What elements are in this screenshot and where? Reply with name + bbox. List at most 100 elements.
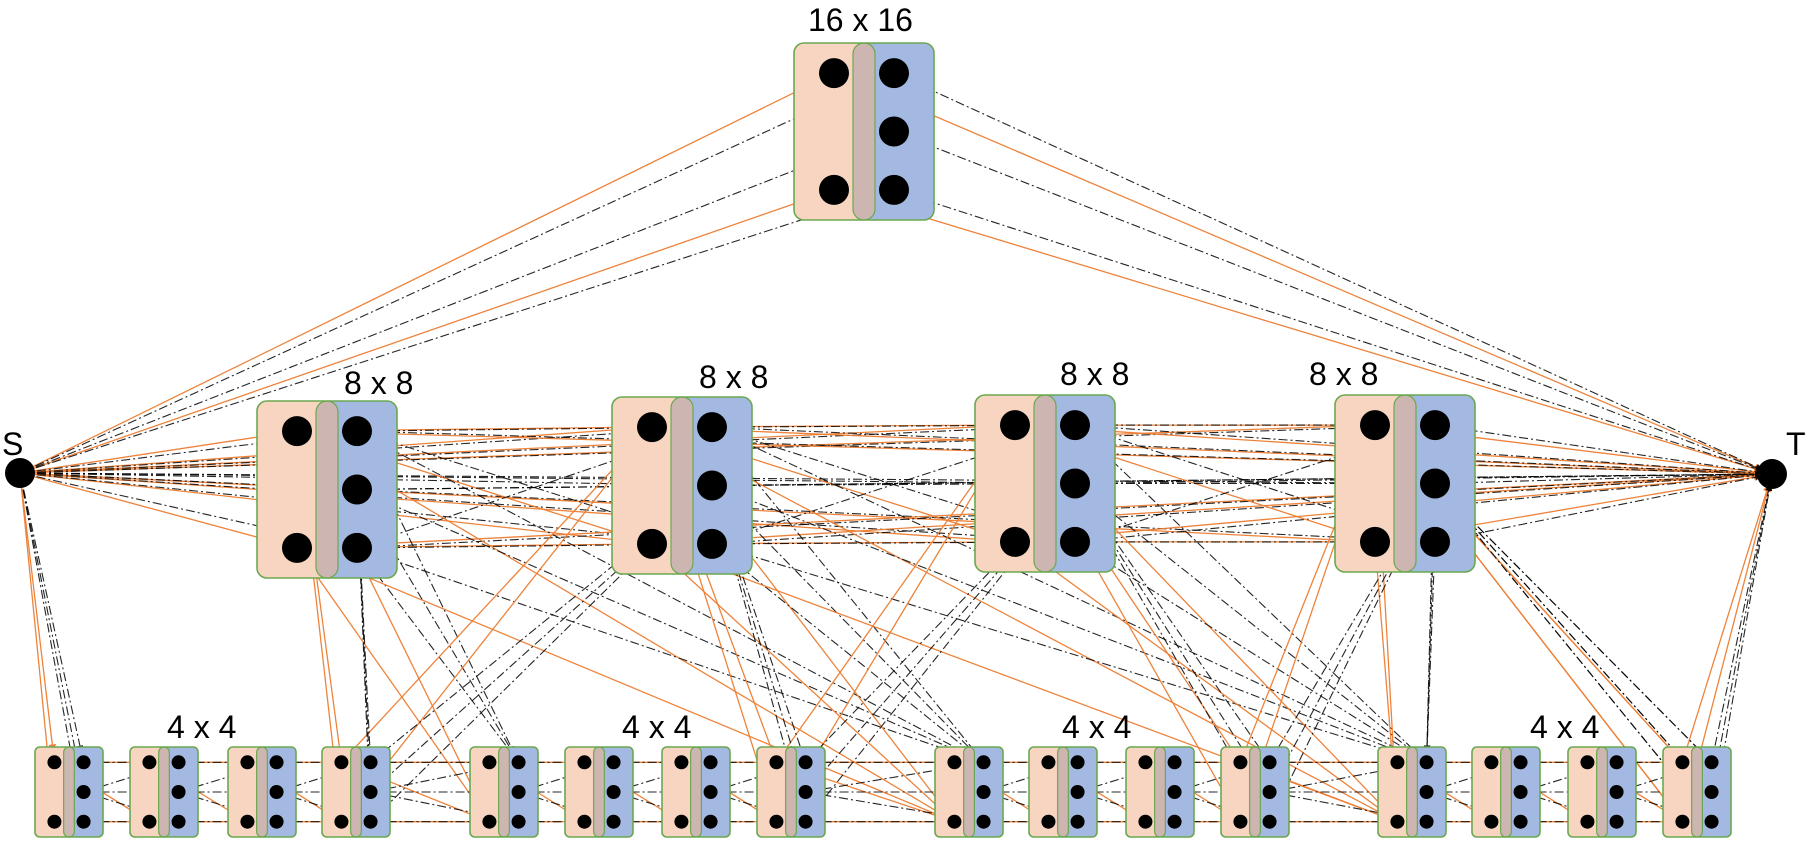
block-16-frame: [1220, 746, 1290, 838]
block-12-right-node-1: [798, 785, 813, 799]
block-17-frame: [1377, 746, 1447, 838]
block-1-left-node-1: [282, 532, 312, 563]
bottom-group-label-2: 4 x 4: [622, 709, 691, 745]
block-16-right-node-0: [1262, 755, 1277, 770]
block-19-left-node-1: [1580, 814, 1595, 829]
edge-91: [356, 430, 975, 758]
block-9-right-node-0: [511, 755, 526, 770]
block-14-overlap-region: [1057, 746, 1069, 838]
block-14-right-node-2: [1070, 814, 1085, 829]
block-15-frame: [1125, 746, 1195, 838]
block-4-right-node-1: [1420, 468, 1450, 499]
block-0-left-node-1: [819, 174, 849, 205]
block-7-left-node-1: [240, 814, 255, 829]
block-12-left-node-1: [769, 814, 784, 829]
block-11-right-node-0: [703, 755, 718, 770]
block-18-right-node-0: [1513, 755, 1528, 770]
block-3-frame: [974, 394, 1116, 573]
edge-3: [19, 134, 885, 474]
block-0-right-node-0: [879, 58, 909, 89]
block-20-overlap-region: [1691, 746, 1703, 838]
block-1-right-node-2: [342, 532, 372, 563]
block-18-overlap-region: [1500, 746, 1512, 838]
edge-58: [1711, 484, 1773, 793]
block-6-right-node-0: [171, 755, 186, 770]
block-0-frame: [793, 42, 935, 221]
block-2-right-node-0: [697, 412, 727, 443]
edge-89: [296, 430, 946, 817]
edge-113: [1423, 541, 1436, 752]
block-13-left-node-1: [947, 814, 962, 829]
block-18-frame: [1471, 746, 1541, 838]
block-15-overlap-region: [1154, 746, 1166, 838]
block-6-left-node-1: [142, 814, 157, 829]
block-19-right-node-2: [1609, 814, 1624, 829]
edge-90: [296, 547, 945, 819]
block-12-right-node-2: [798, 814, 813, 829]
block-16-overlap-region: [1249, 746, 1261, 838]
block-13-left-node-0: [947, 755, 962, 770]
block-11-right-node-1: [703, 785, 718, 799]
block-14-left-node-0: [1041, 755, 1056, 770]
edge-1: [19, 192, 825, 474]
edge-0: [19, 77, 825, 474]
block-20-frame: [1662, 746, 1732, 838]
bottom-group-label-4: 4 x 4: [1530, 709, 1599, 745]
block-9-left-node-0: [482, 755, 497, 770]
block-12-right-node-0: [798, 755, 813, 770]
block-11-frame: [661, 746, 731, 838]
edge-107: [1074, 483, 1419, 756]
nodes-layer: [5, 58, 1787, 829]
edge-16: [19, 472, 1005, 545]
block-11-left-node-1: [674, 814, 689, 829]
mid-group-label-3: 8 x 8: [1060, 356, 1129, 392]
block-3-left-node-1: [1000, 526, 1030, 557]
edge-121: [354, 499, 372, 763]
block-18-right-node-1: [1513, 785, 1528, 799]
block-18-right-node-2: [1513, 814, 1528, 829]
edge-19: [19, 472, 1065, 545]
edge-29: [19, 472, 84, 812]
block-8-frame: [321, 746, 391, 838]
edge-93: [356, 547, 974, 760]
block-17-right-node-0: [1419, 755, 1434, 770]
edge-27: [19, 472, 84, 753]
block-5-overlap-region: [63, 746, 75, 838]
edge-128: [805, 491, 1069, 823]
block-13-right-node-1: [976, 785, 991, 799]
sink-label: T: [1786, 426, 1806, 462]
block-4-right-node-0: [1420, 410, 1450, 441]
block-9-frame: [469, 746, 539, 838]
block-3-right-node-1: [1060, 468, 1090, 499]
block-20-right-node-1: [1704, 785, 1719, 799]
labels-layer: S T 16 x 16 8 x 8 8 x 8 8 x 8 8 x 8 4 x …: [2, 2, 1806, 745]
edge-127: [805, 491, 1069, 793]
block-8-left-node-1: [334, 814, 349, 829]
block-20-right-node-2: [1704, 814, 1719, 829]
block-0-left-node-0: [819, 58, 849, 89]
block-8-overlap-region: [350, 746, 362, 838]
edge-98: [711, 543, 976, 756]
block-14-left-node-1: [1041, 814, 1056, 829]
block-6-right-node-2: [171, 814, 186, 829]
sink-node: [1757, 459, 1787, 489]
edge-151: [1442, 490, 1712, 763]
block-11-left-node-0: [674, 755, 689, 770]
source-label: S: [2, 426, 23, 462]
mid-group-label-2: 8 x 8: [699, 359, 768, 395]
block-19-left-node-0: [1580, 755, 1595, 770]
block-11-overlap-region: [690, 746, 702, 838]
block-17-right-node-2: [1419, 814, 1434, 829]
edge-138: [1269, 492, 1431, 822]
block-6-overlap-region: [158, 746, 170, 838]
block-4-left-node-1: [1360, 526, 1390, 557]
block-18-left-node-0: [1484, 755, 1499, 770]
block-10-left-node-1: [577, 814, 592, 829]
edge-106: [1074, 424, 1420, 756]
edge-5: [19, 429, 287, 474]
block-19-overlap-region: [1596, 746, 1608, 838]
block-16-left-node-0: [1233, 755, 1248, 770]
block-5-right-node-2: [76, 814, 91, 829]
edge-6: [19, 472, 288, 547]
